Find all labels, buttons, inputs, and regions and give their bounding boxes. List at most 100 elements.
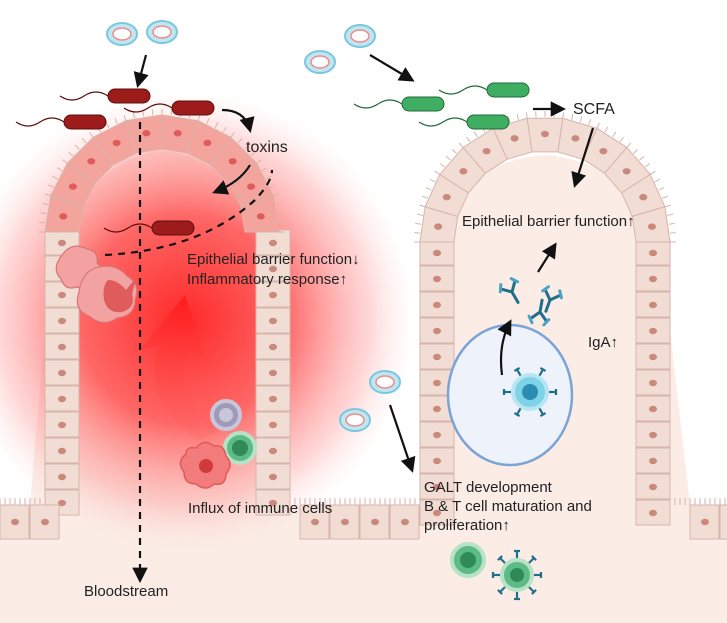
cell-nucleus [58, 369, 66, 377]
cell-nucleus [510, 135, 519, 142]
cell-nucleus [173, 130, 182, 137]
epithelial-cell [419, 421, 455, 448]
cell-nucleus [599, 147, 608, 155]
cell-nucleus [112, 139, 121, 147]
antibody [498, 277, 520, 304]
cell-nucleus [433, 509, 441, 517]
cell-nucleus [142, 130, 151, 137]
cell-nucleus [11, 518, 19, 526]
microvillus [667, 213, 674, 216]
microvillus [214, 122, 219, 128]
iga-up-label: IgA↑ [588, 334, 619, 351]
receptor [538, 368, 544, 377]
microvillus [40, 212, 47, 215]
galt-line2: B & T cell maturation and [424, 498, 592, 515]
cell-nucleus [433, 327, 441, 335]
cell-nucleus [247, 183, 256, 190]
microvillus [419, 204, 426, 208]
microvillus [142, 110, 145, 117]
cell-nucleus [649, 327, 657, 335]
microvillus [244, 144, 250, 150]
microvillus [639, 155, 645, 161]
microvillus [619, 136, 624, 143]
cell-nucleus [58, 395, 66, 403]
b-cell-galt [502, 367, 558, 417]
left-villus-epithelium [39, 109, 291, 516]
cell-nucleus [701, 518, 709, 526]
cell-nucleus [269, 473, 277, 481]
microvillus [434, 170, 441, 175]
microvillus [525, 112, 528, 119]
microvillus [422, 195, 429, 199]
cell-nucleus [541, 130, 549, 138]
galt-follicle [446, 323, 574, 467]
cell-nucleus [269, 343, 277, 351]
epithelial-cell [255, 229, 291, 256]
barrier-up-label: Epithelial barrier function↑ [462, 213, 635, 230]
microvillus [114, 118, 118, 125]
cell-nucleus [311, 518, 319, 526]
green-immune-cell-nucleus [232, 440, 248, 456]
microvillus [275, 202, 282, 206]
cell-nucleus [647, 223, 656, 230]
microvillus [132, 112, 136, 119]
cell-nucleus [58, 317, 66, 325]
microvillus [52, 175, 58, 180]
beneficial-bacteria [353, 82, 530, 130]
flagellum [123, 103, 173, 113]
microvillus [668, 222, 675, 225]
microvillus [197, 114, 201, 121]
arrow-antibody-to-barrier [537, 242, 557, 273]
bacterium [466, 114, 510, 130]
cell-nucleus [482, 147, 491, 155]
cell-nucleus [433, 353, 441, 361]
receptor-head [531, 589, 537, 595]
microvillus [105, 122, 110, 128]
receptor [499, 586, 506, 593]
cell-nucleus [649, 353, 657, 361]
cell-nucleus [433, 379, 441, 387]
arrow-capsule-to-bad-bacteria [133, 54, 149, 88]
cell-nucleus [269, 239, 277, 247]
cell-nucleus [571, 135, 580, 142]
influx-arrow [140, 295, 222, 440]
epithelial-cell [719, 504, 727, 540]
microvillus [206, 118, 210, 125]
flagellum [103, 223, 153, 233]
flagellum [438, 85, 488, 95]
bacterium [401, 96, 445, 112]
cell-nucleus [87, 158, 96, 165]
bacterium [171, 100, 215, 116]
cell-nucleus [58, 473, 66, 481]
harmful-bacteria [15, 88, 215, 236]
immune-cells-influx [179, 399, 257, 489]
cell-nucleus [649, 301, 657, 309]
cell-nucleus [649, 509, 657, 517]
cell-nucleus [649, 405, 657, 413]
microvillus [571, 113, 574, 120]
receptor-head [539, 367, 547, 372]
epithelial-cell [44, 307, 80, 334]
flagellum [418, 117, 468, 127]
microvillus [473, 131, 478, 138]
microvillus [633, 149, 638, 154]
cell-nucleus [58, 499, 66, 507]
microvillus [458, 142, 464, 148]
bacterium [107, 88, 151, 104]
microvillus [230, 132, 235, 138]
galt-line3: proliferation↑ [424, 517, 510, 534]
inflammatory-up-label: Inflammatory response↑ [187, 271, 348, 288]
cell-nucleus [269, 317, 277, 325]
microvillus [562, 112, 565, 119]
microvillus [649, 170, 656, 175]
receptor [528, 586, 535, 593]
probiotic-capsules [106, 20, 401, 432]
inflammation-glow [0, 60, 425, 580]
epithelial-cell [419, 239, 455, 266]
cell-nucleus [639, 193, 648, 201]
galt-line1: GALT development [424, 479, 552, 496]
cell-nucleus [649, 431, 657, 439]
cell-nucleus [269, 369, 277, 377]
cell-nucleus [41, 518, 49, 526]
